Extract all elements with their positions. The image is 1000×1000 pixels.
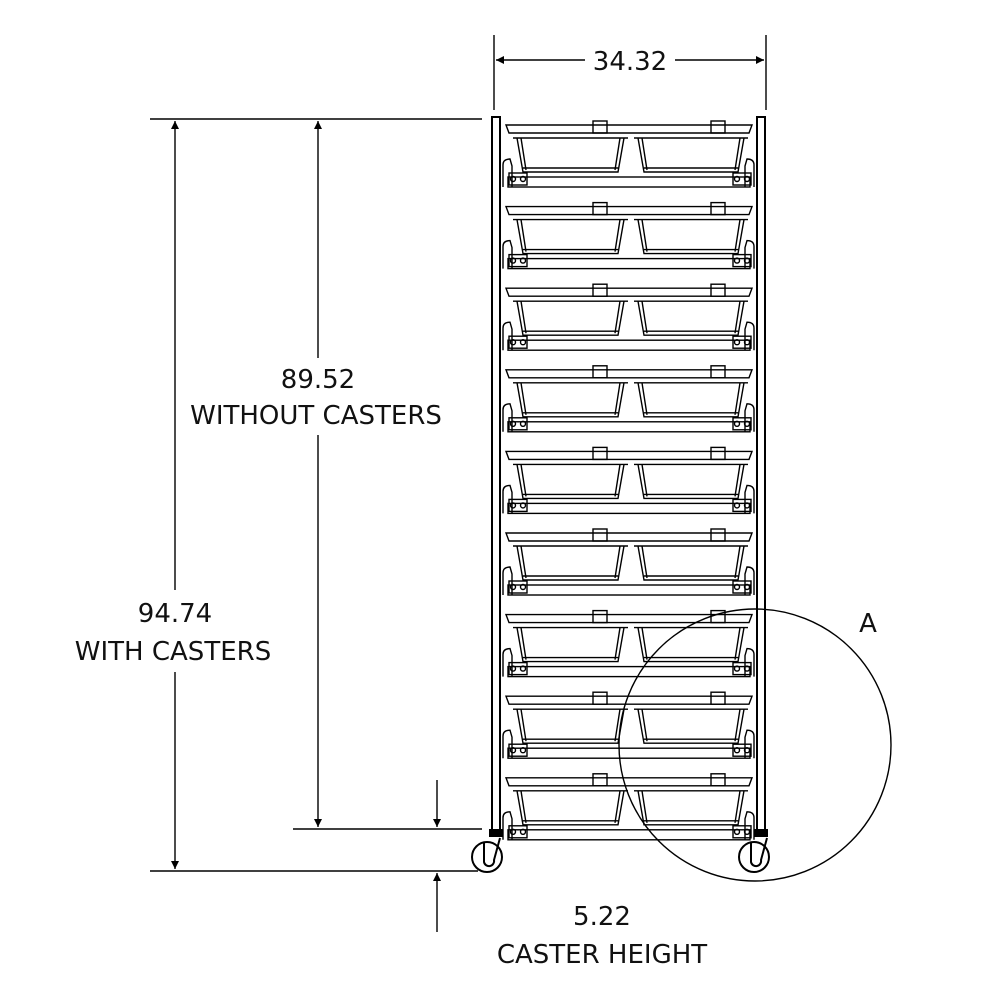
storage-bin xyxy=(634,300,748,336)
bin-clip xyxy=(710,773,726,787)
height-with-casters-label: WITH CASTERS xyxy=(75,637,271,667)
bin-clip xyxy=(592,201,608,216)
storage-bin xyxy=(634,218,748,255)
height-without-casters-value: 89.52 xyxy=(281,365,355,395)
shelf xyxy=(502,283,755,351)
bin-clip xyxy=(710,283,726,297)
width-value: 34.32 xyxy=(593,47,667,77)
detail-callout-a: A xyxy=(618,608,892,882)
bin-clip xyxy=(710,120,726,134)
shelf xyxy=(502,201,755,270)
shelf-rail xyxy=(507,584,751,596)
shelf-rail xyxy=(507,421,751,433)
storage-bin xyxy=(513,218,628,255)
detail-callout-label: A xyxy=(859,609,877,639)
bin-clip xyxy=(592,283,608,297)
shelf-rail xyxy=(507,176,751,188)
height-with-casters-dimension: 94.74 WITH CASTERS xyxy=(75,118,478,872)
caster-left xyxy=(471,829,503,873)
storage-bin xyxy=(513,137,628,173)
height-without-casters-dimension: 89.52 WITHOUT CASTERS xyxy=(190,118,482,830)
storage-bin xyxy=(634,626,748,663)
rack-frame xyxy=(471,116,770,873)
bin-clip xyxy=(592,365,608,379)
shelf xyxy=(502,773,755,841)
caster-height-dimension: 5.22 CASTER HEIGHT xyxy=(433,780,707,970)
bin-clip xyxy=(710,528,726,542)
width-dimension: 34.32 xyxy=(493,35,767,110)
shelf-rail xyxy=(507,829,751,841)
shelf xyxy=(502,120,755,188)
shelf xyxy=(502,691,755,759)
shelf xyxy=(502,528,755,596)
height-without-casters-label: WITHOUT CASTERS xyxy=(190,401,442,431)
bin-clip xyxy=(592,446,608,461)
caster-height-value: 5.22 xyxy=(573,902,631,932)
bin-clip xyxy=(592,773,608,787)
storage-bin xyxy=(634,708,748,744)
storage-bin xyxy=(513,382,628,418)
bin-clip xyxy=(592,609,608,624)
caster-height-label: CASTER HEIGHT xyxy=(497,940,707,970)
shelf-rail xyxy=(507,257,751,270)
storage-bin xyxy=(513,708,628,744)
shelf-rail xyxy=(507,747,751,759)
storage-bin xyxy=(513,790,628,826)
bin-clip xyxy=(592,528,608,542)
storage-bin xyxy=(513,300,628,336)
shelf xyxy=(502,609,755,678)
storage-bin xyxy=(634,463,748,500)
shelf-rail xyxy=(507,502,751,515)
bin-clip xyxy=(592,691,608,705)
bin-clip xyxy=(710,446,726,461)
height-with-casters-value: 94.74 xyxy=(138,599,212,629)
bin-clip xyxy=(710,201,726,216)
bin-clip xyxy=(710,365,726,379)
storage-bin xyxy=(634,790,748,826)
shelf xyxy=(502,446,755,515)
shelf-rail xyxy=(507,339,751,351)
caster-right xyxy=(738,829,770,873)
right-post xyxy=(756,116,766,832)
bin-clip xyxy=(710,691,726,705)
storage-bin xyxy=(513,463,628,500)
storage-bin xyxy=(513,545,628,581)
left-post xyxy=(491,116,501,832)
bin-clip xyxy=(592,120,608,134)
storage-bin xyxy=(634,137,748,173)
storage-bin xyxy=(513,626,628,663)
storage-bin xyxy=(634,545,748,581)
shelves xyxy=(502,120,755,841)
shelf xyxy=(502,365,755,433)
storage-bin xyxy=(634,382,748,418)
shelf-rail xyxy=(507,665,751,678)
